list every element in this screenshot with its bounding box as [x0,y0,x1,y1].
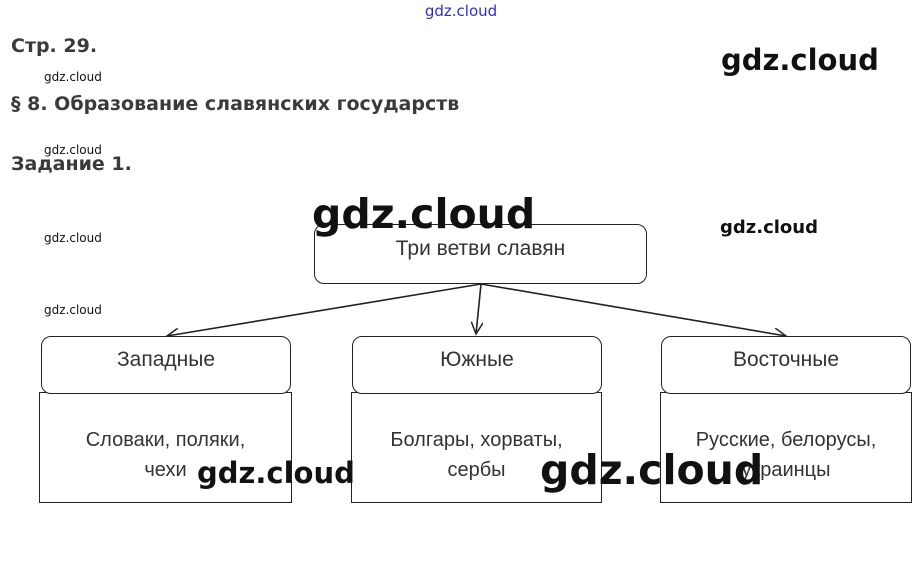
branch-east-label: Восточные [732,348,840,371]
peoples-east-line2: украинцы [741,458,831,481]
watermark-huge-1: gdz.cloud [312,190,536,238]
watermark-huge-2: gdz.cloud [540,446,764,494]
watermark-large-2: gdz.cloud [197,456,355,490]
branch-south-label: Южные [440,348,514,371]
watermark-small-1: gdz.cloud [44,70,102,84]
task-title: Задание 1. [11,153,132,175]
watermark-small-2: gdz.cloud [44,143,102,157]
branch-south: Южные [352,336,602,394]
page-number: Стр. 29. [11,35,98,57]
watermark-large-1: gdz.cloud [721,43,879,77]
peoples-south-line2: сербы [447,458,506,481]
watermark-small-4: gdz.cloud [44,303,102,317]
peoples-east-line1: Русские, белорусы, [695,428,877,451]
branch-east: Восточные [661,336,911,394]
arrow-east [480,283,786,336]
branch-west-label: Западные [116,348,216,371]
peoples-box-south: Болгары, хорваты, сербы [351,392,602,503]
root-node: Три ветви славян [314,224,647,284]
watermark-top: gdz.cloud [424,2,498,20]
section-title: § 8. Образование славянских государств [11,93,460,115]
peoples-south-line1: Болгары, хорваты, [390,428,563,451]
root-node-label: Три ветви славян [395,237,566,260]
peoples-west-line2: чехи [144,458,187,481]
peoples-west-line1: Словаки, поляки, [85,428,246,451]
watermark-med-1: gdz.cloud [720,217,818,238]
arrow-south [476,283,481,334]
peoples-box-west: Словаки, поляки, чехи [39,392,292,503]
branch-west: Западные [41,336,291,394]
watermark-small-3: gdz.cloud [44,231,102,245]
arrow-west [167,283,482,336]
